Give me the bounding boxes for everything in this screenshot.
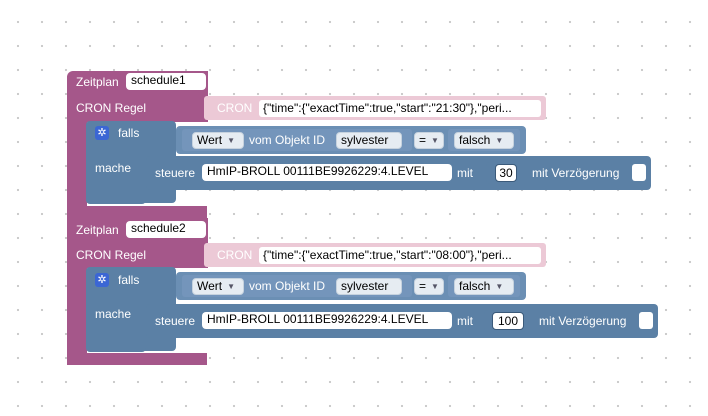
object-id-field[interactable]: sylvester <box>336 278 402 295</box>
chevron-down-icon: ▼ <box>495 282 504 291</box>
delay-checkbox[interactable] <box>639 312 653 329</box>
control-block[interactable]: steuere HmIP-BROLL 00111BE9926229:4.LEVE… <box>146 156 651 190</box>
schedule-label: Zeitplan <box>76 223 119 237</box>
from-object-label: vom Objekt ID <box>249 279 326 293</box>
compare-block[interactable]: Wert▼ vom Objekt ID sylvester =▼ falsch▼ <box>176 126 526 154</box>
schedule-label: Zeitplan <box>76 75 119 89</box>
chevron-down-icon: ▼ <box>431 282 439 291</box>
chevron-down-icon: ▼ <box>431 136 439 145</box>
cron-rule-label: CRON Regel <box>76 248 147 262</box>
object-id-field[interactable]: sylvester <box>336 132 402 149</box>
cron-tag: CRON <box>217 101 253 115</box>
control-target-field[interactable]: HmIP-BROLL 00111BE9926229:4.LEVEL <box>202 312 452 329</box>
cron-tag: CRON <box>217 248 253 262</box>
value-dropdown[interactable]: Wert▼ <box>192 132 244 149</box>
delay-label: mit Verzögerung <box>532 166 620 180</box>
cron-block[interactable]: CRON {"time":{"exactTime":true,"start":"… <box>204 243 546 267</box>
value-dropdown[interactable]: Wert▼ <box>192 278 244 295</box>
compare-block[interactable]: Wert▼ vom Objekt ID sylvester =▼ falsch▼ <box>176 272 526 300</box>
from-object-label: vom Objekt ID <box>249 133 326 147</box>
delay-checkbox[interactable] <box>632 164 646 181</box>
control-label: steuere <box>155 314 196 328</box>
control-value-input[interactable]: 30 <box>495 164 517 182</box>
control-block[interactable]: steuere HmIP-BROLL 00111BE9926229:4.LEVE… <box>146 304 658 338</box>
do-label: mache <box>95 307 132 321</box>
schedule-block-footer <box>67 353 207 365</box>
schedule-block-spine <box>67 267 87 355</box>
chevron-down-icon: ▼ <box>227 136 236 145</box>
with-label: mit <box>457 166 473 180</box>
operator-dropdown[interactable]: =▼ <box>414 278 444 295</box>
cron-value-field[interactable]: {"time":{"exactTime":true,"start":"08:00… <box>259 247 541 264</box>
with-label: mit <box>457 314 473 328</box>
schedule-block-spine <box>67 121 87 208</box>
gear-icon[interactable]: ✲ <box>95 273 109 287</box>
if-block-footer <box>86 190 146 204</box>
cron-rule-label: CRON Regel <box>76 101 147 115</box>
delay-label: mit Verzögerung <box>539 314 627 328</box>
schedule-name-field[interactable]: schedule1 <box>126 73 206 90</box>
if-label: falls <box>118 273 140 287</box>
compare-value-dropdown[interactable]: falsch▼ <box>454 132 514 149</box>
chevron-down-icon: ▼ <box>227 282 236 291</box>
do-label: mache <box>95 161 132 175</box>
control-target-field[interactable]: HmIP-BROLL 00111BE9926229:4.LEVEL <box>202 164 452 181</box>
schedule-name-field[interactable]: schedule2 <box>126 221 206 238</box>
control-value-input[interactable]: 100 <box>492 312 524 330</box>
chevron-down-icon: ▼ <box>495 136 504 145</box>
compare-value-dropdown[interactable]: falsch▼ <box>454 278 514 295</box>
cron-value-field[interactable]: {"time":{"exactTime":true,"start":"21:30… <box>259 100 541 117</box>
if-block-footer <box>86 338 146 352</box>
gear-icon[interactable]: ✲ <box>95 126 109 140</box>
control-label: steuere <box>155 166 196 180</box>
cron-block[interactable]: CRON {"time":{"exactTime":true,"start":"… <box>204 96 546 120</box>
if-label: falls <box>118 126 140 140</box>
operator-dropdown[interactable]: =▼ <box>414 132 444 149</box>
schedule-block-footer <box>67 206 207 218</box>
